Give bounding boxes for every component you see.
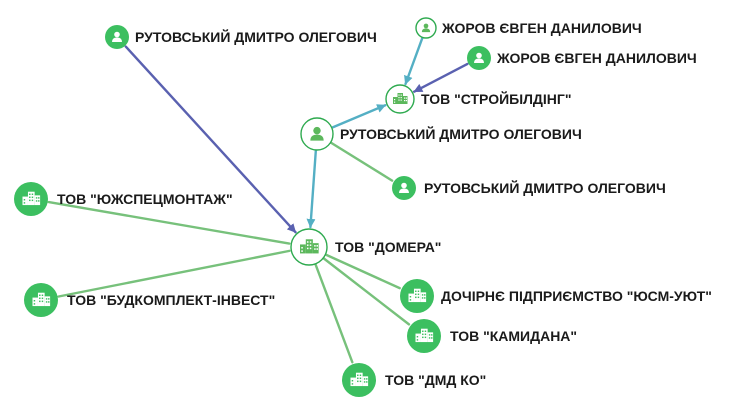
person-icon bbox=[399, 182, 409, 193]
node-label: ТОВ "ДМД КО" bbox=[385, 372, 486, 388]
building-icon bbox=[32, 292, 51, 307]
graph-node-person[interactable]: ЖОРОВ ЄВГЕН ДАНИЛОВИЧ bbox=[415, 17, 642, 39]
graph-node-company[interactable]: ТОВ "БУДКОМПЛЕКТ-ІНВЕСТ" bbox=[24, 283, 275, 317]
edge-n5-n6 bbox=[330, 141, 394, 182]
nodes-layer: РУТОВСЬКИЙ ДМИТРО ОЛЕГОВИЧ ЖОРОВ ЄВГЕН ДА… bbox=[14, 17, 712, 397]
building-icon bbox=[408, 288, 427, 303]
person-icon bbox=[310, 126, 324, 141]
node-label: ЖОРОВ ЄВГЕН ДАНИЛОВИЧ bbox=[496, 50, 697, 66]
edge-n8-n12 bbox=[314, 263, 354, 364]
edges-layer bbox=[47, 37, 469, 364]
node-label: ТОВ "СТРОЙБІЛДІНГ" bbox=[421, 90, 571, 107]
node-label: ТОВ "ЮЖСПЕЦМОНТАЖ" bbox=[57, 191, 233, 207]
graph-node-company[interactable]: ТОВ "ЮЖСПЕЦМОНТАЖ" bbox=[14, 182, 233, 216]
graph-node-company[interactable]: ТОВ "КАМИДАНА" bbox=[407, 319, 577, 353]
edge-n2-n4 bbox=[404, 37, 424, 86]
graph-node-company[interactable]: ТОВ "ДМД КО" bbox=[342, 363, 486, 397]
graph-node-person[interactable]: РУТОВСЬКИЙ ДМИТРО ОЛЕГОВИЧ bbox=[300, 117, 582, 151]
node-label: ЖОРОВ ЄВГЕН ДАНИЛОВИЧ bbox=[441, 20, 642, 36]
node-label: РУТОВСЬКИЙ ДМИТРО ОЛЕГОВИЧ bbox=[340, 125, 582, 142]
graph-node-person[interactable]: РУТОВСЬКИЙ ДМИТРО ОЛЕГОВИЧ bbox=[392, 176, 666, 200]
edge-n3-n4 bbox=[413, 62, 469, 93]
edge-n8-n10 bbox=[325, 253, 401, 290]
graph-node-person[interactable]: РУТОВСЬКИЙ ДМИТРО ОЛЕГОВИЧ bbox=[105, 25, 377, 49]
person-icon bbox=[421, 23, 431, 33]
node-label: ТОВ "БУДКОМПЛЕКТ-ІНВЕСТ" bbox=[67, 292, 275, 308]
node-label: ТОВ "ДОМЕРА" bbox=[335, 239, 441, 255]
node-label: РУТОВСЬКИЙ ДМИТРО ОЛЕГОВИЧ bbox=[424, 179, 666, 196]
node-label: ДОЧІРНЄ ПІДПРИЄМСТВО "ЮСМ-УЮТ" bbox=[441, 288, 712, 304]
edge-n9-n8 bbox=[57, 249, 291, 298]
person-icon bbox=[112, 31, 122, 42]
building-icon bbox=[300, 239, 319, 254]
building-icon bbox=[393, 93, 408, 104]
building-icon bbox=[415, 328, 434, 343]
edge-n5-n4 bbox=[331, 104, 387, 129]
building-icon bbox=[350, 372, 369, 387]
graph-node-company[interactable]: ДОЧІРНЄ ПІДПРИЄМСТВО "ЮСМ-УЮТ" bbox=[400, 279, 712, 313]
person-icon bbox=[474, 52, 484, 63]
edge-n5-n8 bbox=[306, 149, 317, 229]
node-label: РУТОВСЬКИЙ ДМИТРО ОЛЕГОВИЧ bbox=[135, 28, 377, 45]
building-icon bbox=[22, 191, 41, 206]
edge-n1-n8 bbox=[124, 45, 297, 234]
graph-node-company[interactable]: ТОВ "СТРОЙБІЛДІНГ" bbox=[385, 84, 571, 114]
node-label: ТОВ "КАМИДАНА" bbox=[450, 328, 577, 344]
edge-n7-n8 bbox=[47, 200, 291, 245]
edge-n8-n11 bbox=[322, 257, 411, 326]
graph-node-person[interactable]: ЖОРОВ ЄВГЕН ДАНИЛОВИЧ bbox=[467, 46, 697, 70]
graph-node-company[interactable]: ТОВ "ДОМЕРА" bbox=[290, 228, 441, 266]
